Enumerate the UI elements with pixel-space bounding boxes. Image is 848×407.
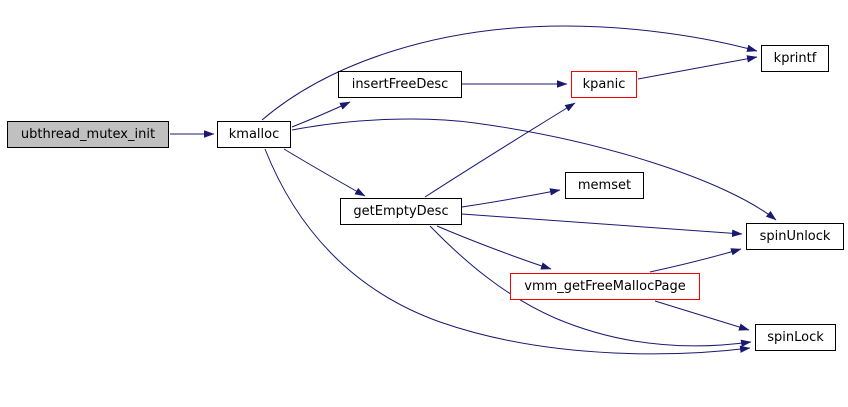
graph-node-kpanic[interactable]: kpanic [571, 71, 637, 98]
graph-node-kmalloc[interactable]: kmalloc [217, 121, 291, 148]
graph-node-memset[interactable]: memset [565, 172, 644, 199]
edge-kmalloc-spinUnlock [291, 118, 777, 221]
edge-kmalloc-kprintf [261, 25, 758, 121]
edge-getEmptyDesc-memset [461, 188, 561, 208]
edge-getEmptyDesc-spinUnlock [461, 213, 743, 237]
edge-kmalloc-insertFreeDesc [291, 101, 351, 128]
graph-node-insertfreedesc[interactable]: insertFreeDesc [338, 71, 462, 98]
edge-vmm_getFreeMallocPage-spinUnlock [649, 248, 742, 273]
graph-node-ubthread-mutex-init[interactable]: ubthread_mutex_init [7, 121, 169, 148]
graph-node-spinlock[interactable]: spinLock [755, 324, 836, 351]
edge-kmalloc-getEmptyDesc [283, 148, 366, 197]
graph-node-kprintf[interactable]: kprintf [761, 45, 829, 72]
edge-kmalloc-spinLock [264, 148, 751, 355]
edge-getEmptyDesc-spinLock [429, 225, 752, 348]
edge-getEmptyDesc-kpanic [424, 102, 576, 198]
graph-node-vmm-getfreemallocpage[interactable]: vmm_getFreeMallocPage [510, 273, 700, 300]
graph-node-spinunlock[interactable]: spinUnlock [746, 223, 844, 250]
edge-kpanic-kprintf [637, 55, 758, 80]
edge-getEmptyDesc-vmm_getFreeMallocPage [436, 225, 552, 270]
edge-vmm_getFreeMallocPage-spinLock [654, 300, 750, 331]
graph-node-getemptydesc[interactable]: getEmptyDesc [340, 198, 462, 225]
